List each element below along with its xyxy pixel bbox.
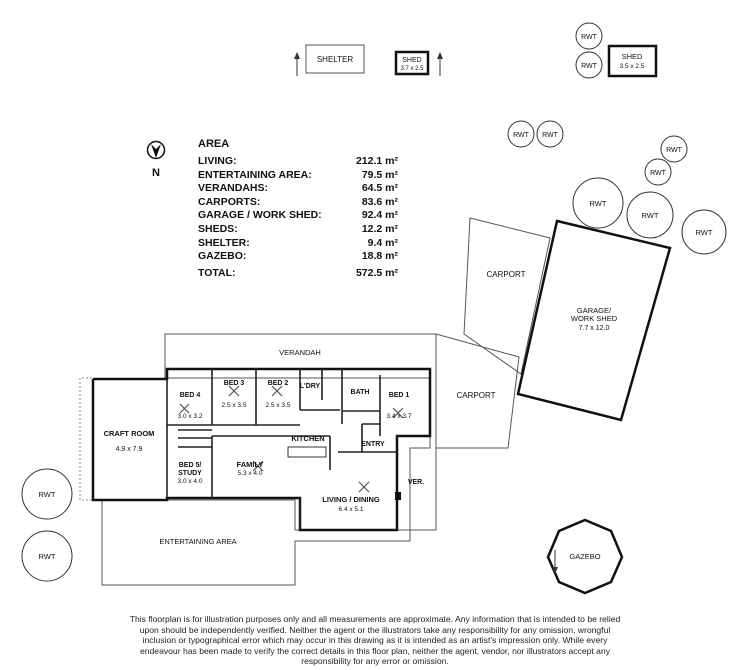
- area-row: LIVING:212.1 m²: [198, 155, 398, 167]
- rwt-tank: RWT: [507, 120, 535, 148]
- ceiling-fan-icon: [271, 385, 283, 397]
- rwt-tank: RWT: [681, 209, 727, 255]
- garage-label-2: WORK SHED: [571, 314, 618, 323]
- bed3-label: BED 3: [224, 380, 245, 387]
- svg-text:RWT: RWT: [581, 34, 598, 41]
- svg-text:RWT: RWT: [696, 228, 713, 237]
- ceiling-fan-icon: [392, 407, 404, 419]
- arrow-icon: [437, 52, 443, 76]
- svg-text:RWT: RWT: [590, 199, 607, 208]
- kitchen-label: KITCHEN: [291, 434, 324, 443]
- porch-dashed: [79, 377, 92, 501]
- shed-large-label: SHED: [622, 52, 643, 61]
- ceiling-fan-icon: [228, 385, 240, 397]
- carport-side-label: CARPORT: [457, 391, 496, 400]
- north-letter: N: [152, 167, 160, 179]
- bed2-label: BED 2: [268, 380, 289, 387]
- verandah-outline: [164, 333, 437, 531]
- bed5-label-1: BED 5/: [179, 462, 202, 469]
- bath-label: BATH: [351, 389, 370, 396]
- svg-text:RWT: RWT: [39, 552, 56, 561]
- gazebo-label: GAZEBO: [569, 552, 600, 561]
- area-row: ENTERTAINING AREA:79.5 m²: [198, 168, 398, 181]
- area-row: SHEDS:12.2 m²: [198, 222, 398, 235]
- living-size: 6.4 x 5.1: [339, 506, 364, 513]
- rwt-tank: RWT: [21, 468, 73, 520]
- bed2-size: 2.5 x 3.5: [266, 402, 291, 409]
- shed-small-label: SHED: [402, 57, 421, 64]
- ceiling-fan-icon: [252, 460, 264, 472]
- rwt-tank: RWT: [575, 51, 603, 79]
- area-row: GAZEBO:18.8 m²: [198, 250, 398, 263]
- rwt-tank: RWT: [21, 530, 73, 582]
- bed1-size: 3.4 x 3.7: [387, 413, 412, 420]
- compass-icon: [146, 140, 166, 160]
- shed-small-outline: [394, 50, 430, 76]
- garage-label-1: GARAGE/: [577, 306, 612, 315]
- svg-text:RWT: RWT: [39, 490, 56, 499]
- svg-text:RWT: RWT: [650, 170, 667, 177]
- craft-room-size: 4.9 x 7.9: [116, 446, 143, 453]
- shelter-label: SHELTER: [317, 55, 354, 64]
- craft-room-label: CRAFT ROOM: [104, 429, 155, 438]
- area-schedule: AREA LIVING:212.1 m² ENTERTAINING AREA:7…: [198, 138, 398, 280]
- entry-label: ENTRY: [361, 441, 385, 448]
- living-label: LIVING / DINING: [322, 495, 380, 504]
- shed-large-outline: [607, 44, 658, 78]
- svg-text:RWT: RWT: [642, 211, 659, 220]
- svg-text:RWT: RWT: [542, 132, 559, 139]
- shed-small-size: 3.7 x 2.5: [400, 66, 424, 72]
- area-row: CARPORTS:83.6 m²: [198, 195, 398, 208]
- bed5-size: 3.0 x 4.0: [178, 478, 203, 485]
- carport-upper-label: CARPORT: [487, 270, 526, 279]
- area-row: VERANDAHS:64.5 m²: [198, 182, 398, 195]
- rwt-tank: RWT: [644, 158, 672, 186]
- bed3-size: 2.5 x 3.5: [222, 402, 247, 409]
- bed5-label-2: STUDY: [178, 470, 202, 477]
- entertaining-label: ENTERTAINING AREA: [159, 537, 236, 546]
- svg-text:RWT: RWT: [513, 132, 530, 139]
- interior-walls: [166, 369, 397, 530]
- verandah-label: VERANDAH: [279, 348, 321, 357]
- garage-outline: [516, 219, 672, 422]
- rwt-tank: RWT: [626, 191, 674, 239]
- carport-upper-outline: [463, 217, 551, 375]
- rwt-tank: RWT: [660, 135, 688, 163]
- house-walls: [91, 367, 432, 532]
- shed-large-size: 3.5 x 2.5: [620, 63, 645, 70]
- arrow-icon: [552, 550, 558, 574]
- family-label: FAMILY: [237, 460, 264, 469]
- area-total: TOTAL:572.5 m²: [198, 266, 398, 279]
- area-title: AREA: [198, 138, 230, 150]
- svg-text:RWT: RWT: [581, 63, 598, 70]
- bed4-label: BED 4: [180, 392, 201, 399]
- gazebo-outline: [546, 518, 624, 595]
- chimney-icon: [395, 492, 401, 500]
- ver-label: VER.: [408, 479, 424, 486]
- family-size: 5.3 x 4.0: [238, 470, 263, 477]
- svg-text:RWT: RWT: [666, 147, 683, 154]
- rwt-tank: RWT: [572, 177, 624, 229]
- kitchen-island: [287, 446, 327, 458]
- entertaining-outline: [101, 499, 411, 586]
- ceiling-fan-icon: [358, 481, 370, 493]
- bed1-label: BED 1: [389, 392, 410, 399]
- garage-size: 7.7 x 12.0: [579, 325, 610, 332]
- arrow-icon: [294, 52, 300, 76]
- north-arrow: N: [146, 138, 166, 179]
- rwt-tank: RWT: [575, 22, 603, 50]
- area-row: SHELTER:9.4 m²: [198, 236, 398, 249]
- ceiling-fan-icon: [179, 403, 190, 414]
- bed4-size: 3.0 x 3.2: [178, 413, 203, 420]
- area-row: GARAGE / WORK SHED:92.4 m²: [198, 209, 398, 222]
- shelter-outline: [305, 44, 365, 74]
- rwt-tank: RWT: [536, 120, 564, 148]
- ldry-label: L'DRY: [300, 383, 321, 390]
- disclaimer-text: This floorplan is for illustration purpo…: [129, 614, 621, 667]
